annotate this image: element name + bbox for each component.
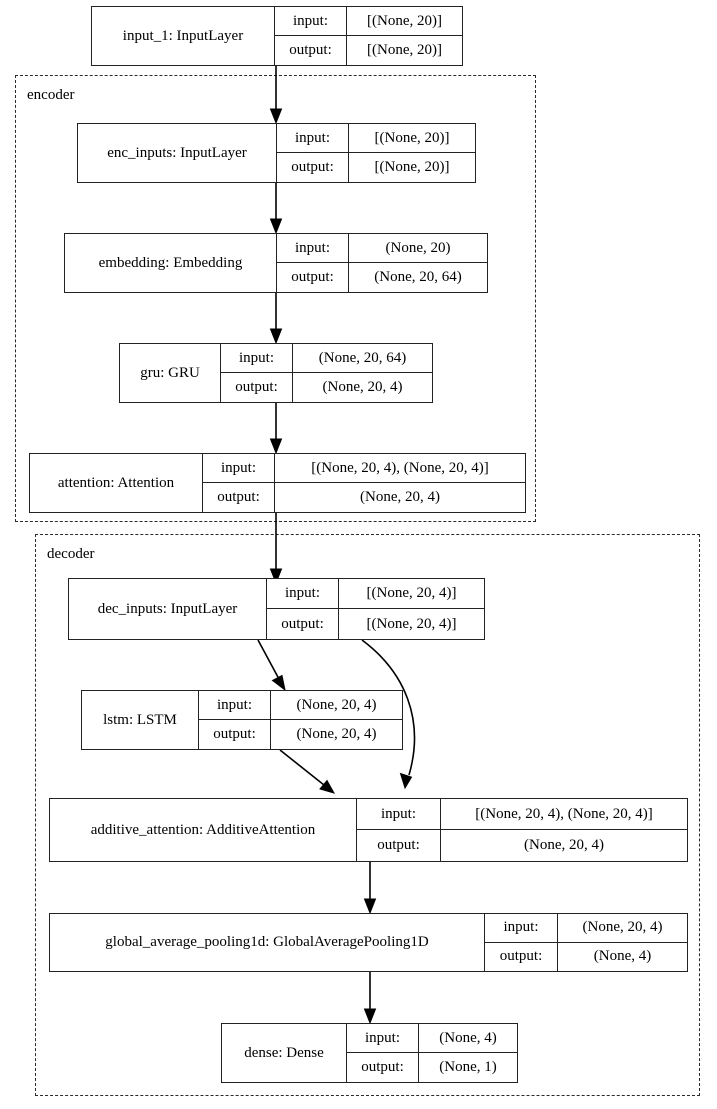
node-attention-output-value: (None, 20, 4) [360,489,440,505]
node-lstm-input-key: input: [199,691,271,719]
node-input_1-label: input_1: InputLayer [122,27,244,44]
node-global_average_pooling1d-output-value: (None, 4) [593,948,652,965]
node-attention-output-key: output: [203,483,275,512]
node-input_1-output-value: [(None, 20)] [367,42,442,58]
node-gru-input-key: input: [221,344,293,372]
node-embedding-label: embedding: Embedding [98,254,243,271]
node-gru-output-value: (None, 20, 4) [322,379,403,395]
node-lstm-output-key: output: [199,720,271,749]
node-attention-io: input: [(None, 20, 4), (None, 20, 4)] ou… [202,454,525,512]
node-enc_inputs-input-value: [(None, 20)] [374,129,450,146]
node-gru-label: gru: GRU [140,364,200,381]
node-dense-input-key: input: [347,1024,419,1052]
node-additive_attention-label: additive_attention: AdditiveAttention [90,821,316,838]
node-gru-io: input: (None, 20, 64) output: (None, 20,… [220,344,432,402]
node-dense-input-value: (None, 4) [439,1029,497,1046]
node-embedding-output-key: output: [277,263,349,292]
node-dec_inputs[interactable]: dec_inputs: InputLayer input: [(None, 20… [68,578,485,640]
node-gru[interactable]: gru: GRU input: (None, 20, 64) output: (… [119,343,433,403]
node-lstm[interactable]: lstm: LSTM input: (None, 20, 4) output: … [81,690,403,750]
node-input_1-io: input: [(None, 20)] output: [(None, 20)] [274,7,462,65]
cluster-encoder-label: encoder [27,87,75,103]
node-additive_attention[interactable]: additive_attention: AdditiveAttention in… [49,798,688,862]
node-dec_inputs-io: input: [(None, 20, 4)] output: [(None, 2… [266,579,484,639]
cluster-decoder [35,534,700,1096]
node-global_average_pooling1d[interactable]: global_average_pooling1d: GlobalAverageP… [49,913,688,972]
node-enc_inputs-input-key: input: [277,124,349,152]
node-lstm-input-value: (None, 20, 4) [296,696,377,713]
node-global_average_pooling1d-output-key: output: [485,942,558,971]
cluster-decoder-label: decoder [47,546,95,562]
node-enc_inputs-label: enc_inputs: InputLayer [107,144,247,161]
node-dec_inputs-input-key: input: [267,579,339,608]
node-embedding-input-value: (None, 20) [385,239,451,256]
node-embedding[interactable]: embedding: Embedding input: (None, 20) o… [64,233,488,293]
node-additive_attention-io: input: [(None, 20, 4), (None, 20, 4)] ou… [356,799,687,861]
node-attention[interactable]: attention: Attention input: [(None, 20, … [29,453,526,513]
node-embedding-io: input: (None, 20) output: (None, 20, 64) [276,234,487,292]
node-enc_inputs-io: input: [(None, 20)] output: [(None, 20)] [276,124,475,182]
node-input_1-input-key: input: [275,7,347,35]
node-input_1[interactable]: input_1: InputLayer input: [(None, 20)] … [91,6,463,66]
node-lstm-output-value: (None, 20, 4) [296,726,377,742]
node-embedding-input-key: input: [277,234,349,262]
node-lstm-label: lstm: LSTM [103,711,177,728]
node-enc_inputs-output-key: output: [277,153,349,182]
node-gru-output-key: output: [221,373,293,402]
node-additive_attention-input-key: input: [357,799,441,829]
node-dense[interactable]: dense: Dense input: (None, 4) output: (N… [221,1023,518,1083]
node-dense-label: dense: Dense [244,1044,324,1061]
node-global_average_pooling1d-label: global_average_pooling1d: GlobalAverageP… [105,934,429,950]
node-dense-output-value: (None, 1) [439,1059,497,1075]
node-enc_inputs-output-value: [(None, 20)] [374,159,450,175]
node-lstm-io: input: (None, 20, 4) output: (None, 20, … [198,691,402,749]
node-dec_inputs-input-value: [(None, 20, 4)] [366,585,457,601]
node-additive_attention-output-key: output: [357,830,441,861]
node-gru-input-value: (None, 20, 64) [318,349,407,366]
node-global_average_pooling1d-input-value: (None, 20, 4) [582,919,663,936]
node-additive_attention-output-value: (None, 20, 4) [524,837,604,853]
node-embedding-output-value: (None, 20, 64) [374,269,462,285]
node-attention-input-value: [(None, 20, 4), (None, 20, 4)] [311,459,489,476]
node-dense-output-key: output: [347,1053,419,1082]
node-global_average_pooling1d-input-key: input: [485,914,558,942]
node-attention-input-key: input: [203,454,275,482]
node-attention-label: attention: Attention [57,474,175,491]
node-dec_inputs-output-key: output: [267,609,339,639]
node-input_1-input-value: [(None, 20)] [367,12,442,29]
node-enc_inputs[interactable]: enc_inputs: InputLayer input: [(None, 20… [77,123,476,183]
node-additive_attention-input-value: [(None, 20, 4), (None, 20, 4)] [475,805,653,822]
node-dec_inputs-output-value: [(None, 20, 4)] [366,615,457,632]
node-dec_inputs-label: dec_inputs: InputLayer [97,600,238,617]
node-dense-io: input: (None, 4) output: (None, 1) [346,1024,517,1082]
node-input_1-output-key: output: [275,36,347,65]
node-global_average_pooling1d-io: input: (None, 20, 4) output: (None, 4) [484,914,687,971]
